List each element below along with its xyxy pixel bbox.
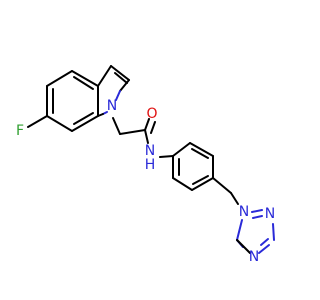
n-ch2-bond (112, 117, 121, 135)
carbonyl-oxygen-label: O (146, 106, 157, 122)
atom-labels: F N O N H N N N (16, 98, 275, 265)
indole-nitrogen-label: N (107, 98, 117, 114)
phenyl-ring (172, 142, 214, 191)
fluorine-atom-label: F (16, 123, 24, 139)
triazole-nitrogen-1-label: N (239, 204, 249, 220)
indole-benzene-ring (46, 70, 99, 132)
triazole-nitrogen-4-label: N (249, 249, 259, 265)
carbonyl-amide-bond (144, 129, 149, 144)
ch2-triazole-bond (230, 192, 239, 205)
carbonyl-group (144, 118, 156, 134)
indole-pyrrole-ring (97, 65, 130, 117)
triazole-nitrogen-2-label: N (265, 206, 275, 222)
amide-hydrogen-label: H (145, 157, 156, 173)
molecule-structure: F N O N H N N N (16, 65, 275, 265)
c-f-bond (27, 115, 48, 128)
triazole-ring (236, 209, 275, 254)
ch2-carbonyl-bond (119, 129, 146, 135)
amide-aryl-bond (159, 155, 174, 158)
amide-nitrogen-label: N (145, 143, 155, 159)
aryl-ch2-bond (212, 177, 232, 194)
